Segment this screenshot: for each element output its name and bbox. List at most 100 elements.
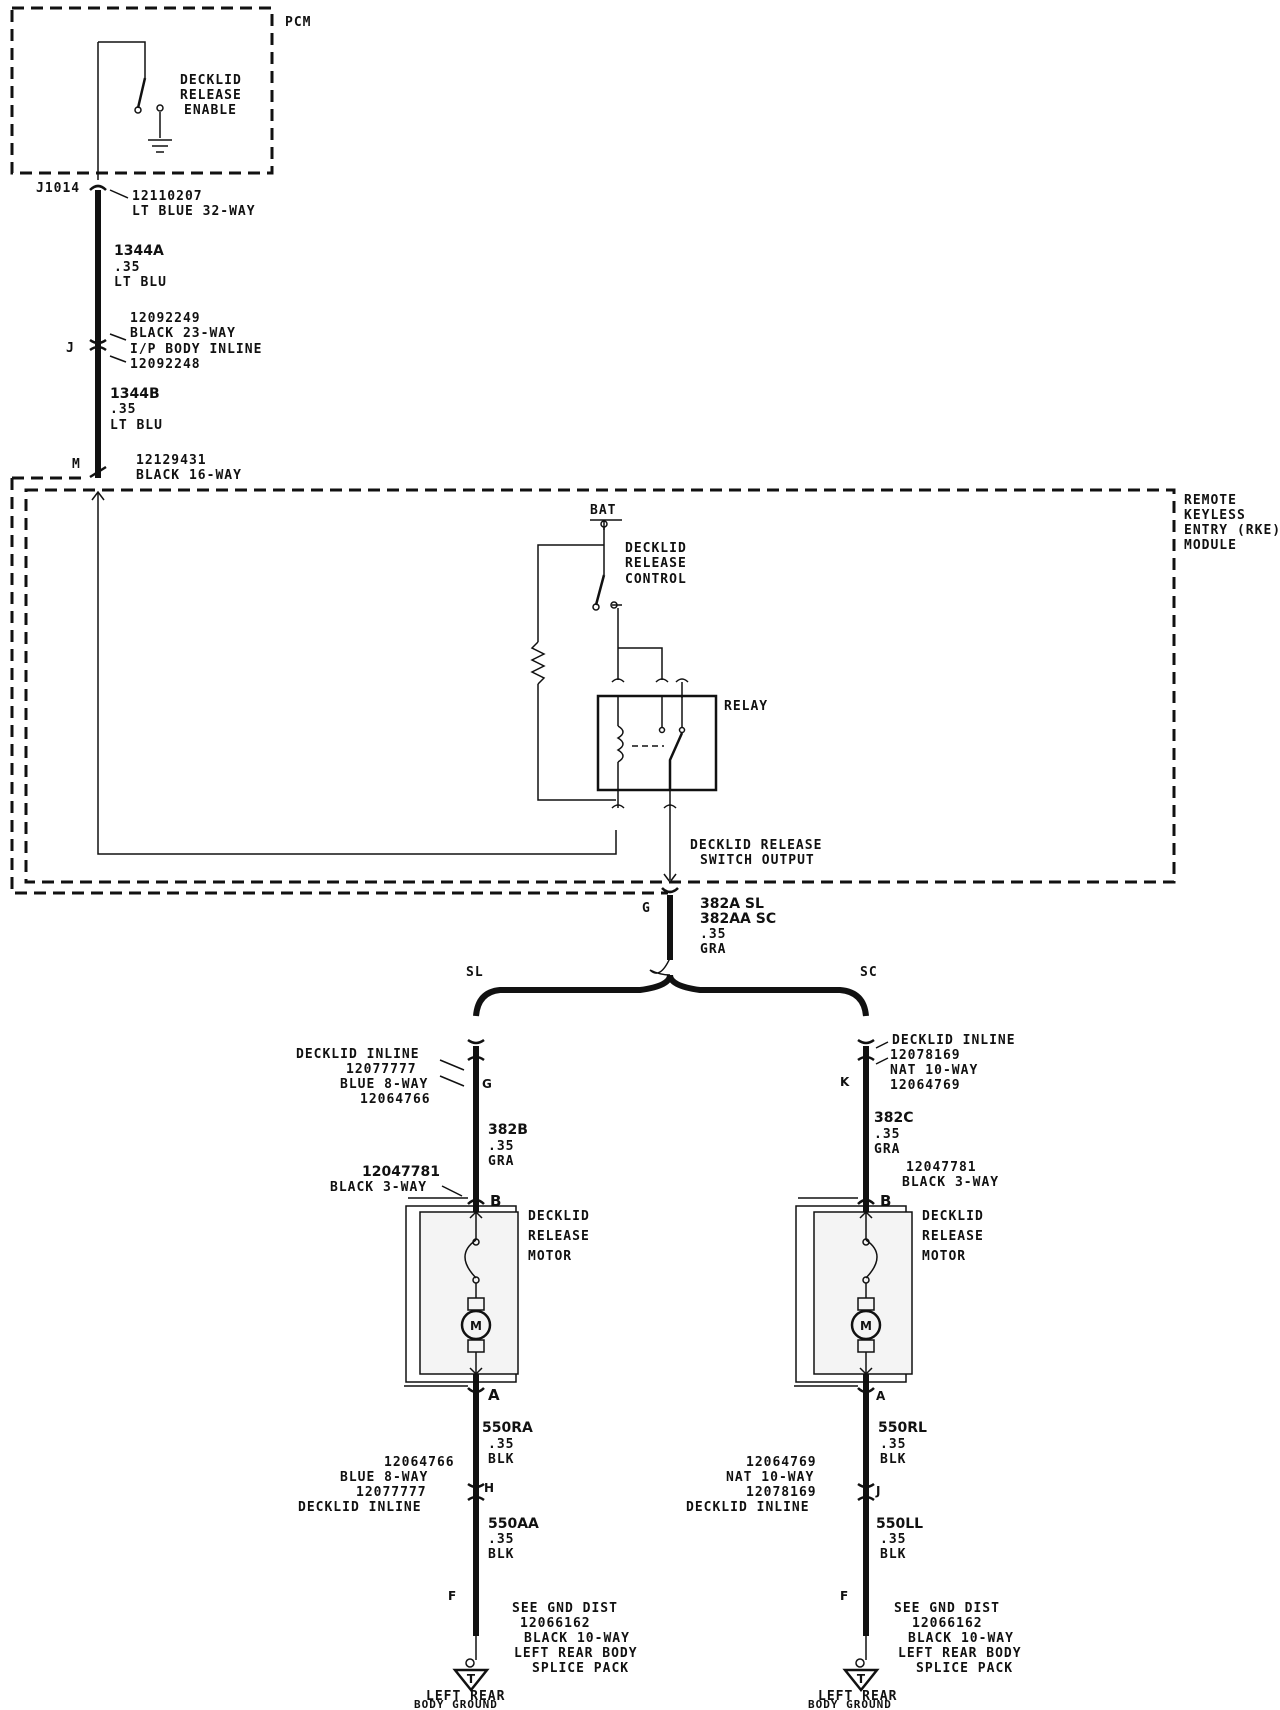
left-wire-mid-color: BLK xyxy=(488,1452,514,1467)
left-splice-line-2: 12066162 xyxy=(520,1616,591,1631)
left-splice-line-4: LEFT REAR BODY xyxy=(514,1646,638,1661)
left-wire-bot-gauge: .35 xyxy=(488,1532,514,1547)
control-label-1: DECKLID xyxy=(625,541,687,556)
wire-382a-line-1: 382A SL xyxy=(700,896,764,912)
connector-ip-line-2: BLACK 23-WAY xyxy=(130,326,236,341)
left-wire-mid-gauge: .35 xyxy=(488,1437,514,1452)
left-motor-inner xyxy=(419,1211,519,1375)
right-ground-icon xyxy=(842,1668,880,1693)
right-wire-top-gauge: .35 xyxy=(874,1127,900,1142)
right-inline2-line-2: NAT 10-WAY xyxy=(726,1470,814,1485)
right-splice-line-4: LEFT REAR BODY xyxy=(898,1646,1022,1661)
left-pin-a: A xyxy=(488,1386,500,1404)
left-motor-label-2: RELEASE xyxy=(528,1229,590,1244)
relay-box xyxy=(596,694,718,792)
right-wire-top-color: GRA xyxy=(874,1142,900,1157)
rke-boundary xyxy=(24,488,1176,884)
left-motor-label-1: DECKLID xyxy=(528,1209,590,1224)
right-motor-inner xyxy=(813,1211,913,1375)
right-motor-icon xyxy=(850,1309,882,1341)
pcm-module: PCM DECKLID RELEASE ENABLE xyxy=(10,6,310,175)
right-motor-symbol: M xyxy=(860,1319,872,1333)
branch-label-sc: SC xyxy=(860,965,878,980)
rke-title-3: ENTRY (RKE) xyxy=(1184,523,1280,538)
right-inline-line-4: 12064769 xyxy=(890,1078,961,1093)
bat-label: BAT xyxy=(590,503,616,518)
left-wire-bot-name: 550AA xyxy=(488,1516,539,1532)
right-wire-bot-color: BLK xyxy=(880,1547,906,1562)
left-splice-line-3: BLACK 10-WAY xyxy=(524,1631,630,1646)
left-wire-top-name: 382B xyxy=(488,1122,528,1138)
left-splice-line-5: SPLICE PACK xyxy=(532,1661,629,1676)
connector-female-icon xyxy=(661,887,679,894)
control-label-2: RELEASE xyxy=(625,556,687,571)
left-wire-top-color: GRA xyxy=(488,1154,514,1169)
inline-connector-icon xyxy=(467,1038,485,1062)
right-motor-label-2: RELEASE xyxy=(922,1229,984,1244)
left-motor-conn-line-2: BLACK 3-WAY xyxy=(330,1180,427,1195)
rke-title-4: MODULE xyxy=(1184,538,1237,553)
right-wire-mid-gauge: .35 xyxy=(880,1437,906,1452)
inline-connector-icon xyxy=(857,1038,875,1062)
left-wire-mid-name: 550RA xyxy=(482,1420,533,1436)
connector-ip-pin: J xyxy=(66,341,75,356)
connector-ip-line-3: I/P BODY INLINE xyxy=(130,342,262,357)
inline-connector-icon xyxy=(89,338,107,352)
right-motor-label-1: DECKLID xyxy=(922,1209,984,1224)
right-inline2-pin: J xyxy=(875,1484,880,1498)
right-wire-top-name: 382C xyxy=(874,1110,914,1126)
pcm-ground-icon xyxy=(148,139,172,153)
connector-rke-m-line-2: BLACK 16-WAY xyxy=(136,468,242,483)
relay-label: RELAY xyxy=(724,699,768,714)
rke-title-2: KEYLESS xyxy=(1184,508,1246,523)
left-ground-label-2: BODY GROUND xyxy=(414,1698,498,1710)
wire-1344a-name: 1344A xyxy=(114,243,164,259)
connector-female-icon xyxy=(89,184,107,191)
left-pin-b: B xyxy=(490,1192,501,1210)
left-inline-line-1: DECKLID INLINE xyxy=(296,1047,420,1062)
pcm-switch-label-1: DECKLID xyxy=(180,73,242,88)
right-inline-line-3: NAT 10-WAY xyxy=(890,1063,978,1078)
relay-coil-icon xyxy=(616,725,624,763)
left-inline-line-3: BLUE 8-WAY xyxy=(340,1077,428,1092)
right-branch: DECKLID INLINE 12078169 NAT 10-WAY 12064… xyxy=(686,1033,1022,1710)
wire-1344a-label: 1344A .35 LT BLU xyxy=(114,243,166,290)
right-pin-a: A xyxy=(876,1389,886,1403)
left-motor-label-3: MOTOR xyxy=(528,1249,572,1264)
connector-rke-g: G xyxy=(642,887,679,916)
right-ground-pin: F xyxy=(840,1589,848,1603)
wire-branch-sc xyxy=(667,974,869,1017)
right-wire-bot-gauge: .35 xyxy=(880,1532,906,1547)
right-inline2-line-1: 12064769 xyxy=(746,1455,817,1470)
pcm-boundary xyxy=(10,6,274,175)
wire-1344b-label: 1344B .35 LT BLU xyxy=(110,386,163,433)
left-motor-symbol: M xyxy=(470,1319,482,1333)
right-motor-conn-line-1: 12047781 xyxy=(906,1160,977,1175)
output-label-2: SWITCH OUTPUT xyxy=(700,853,815,868)
left-inline-pin: G xyxy=(482,1077,492,1091)
right-motor-label-3: MOTOR xyxy=(922,1249,966,1264)
connector-ip-line-4: 12092248 xyxy=(130,357,201,372)
right-inline-line-1: DECKLID INLINE xyxy=(892,1033,1016,1048)
right-inline-line-2: 12078169 xyxy=(890,1048,961,1063)
connector-j1014: J1014 12110207 LT BLUE 32-WAY xyxy=(36,181,256,219)
wire-382a-line-2: 382AA SC xyxy=(700,911,776,927)
connector-rke-g-pin: G xyxy=(642,901,651,916)
right-inline2-line-4: DECKLID INLINE xyxy=(686,1500,810,1515)
left-ground-label-1: LEFT REAR xyxy=(426,1689,505,1704)
right-motor-conn-line-2: BLACK 3-WAY xyxy=(902,1175,999,1190)
splice-loop-icon xyxy=(649,957,671,976)
connector-rke-m-pin: M xyxy=(72,457,81,472)
connector-j1014-line-2: LT BLUE 32-WAY xyxy=(132,204,256,219)
connector-ip-line-1: 12092249 xyxy=(130,311,201,326)
wire-1344b-color: LT BLU xyxy=(110,418,163,433)
right-splice-line-5: SPLICE PACK xyxy=(916,1661,1013,1676)
connector-male-icon xyxy=(89,465,107,479)
connector-ip-body-inline: J 12092249 BLACK 23-WAY I/P BODY INLINE … xyxy=(66,311,262,372)
left-inline2-line-2: BLUE 8-WAY xyxy=(340,1470,428,1485)
wire-382a-label: 382A SL 382AA SC .35 GRA xyxy=(700,896,776,957)
right-ground-label-1: LEFT REAR xyxy=(818,1689,897,1704)
left-wire-bot-color: BLK xyxy=(488,1547,514,1562)
control-switch-icon xyxy=(594,574,606,606)
right-splice-line-1: SEE GND DIST xyxy=(894,1601,1000,1616)
